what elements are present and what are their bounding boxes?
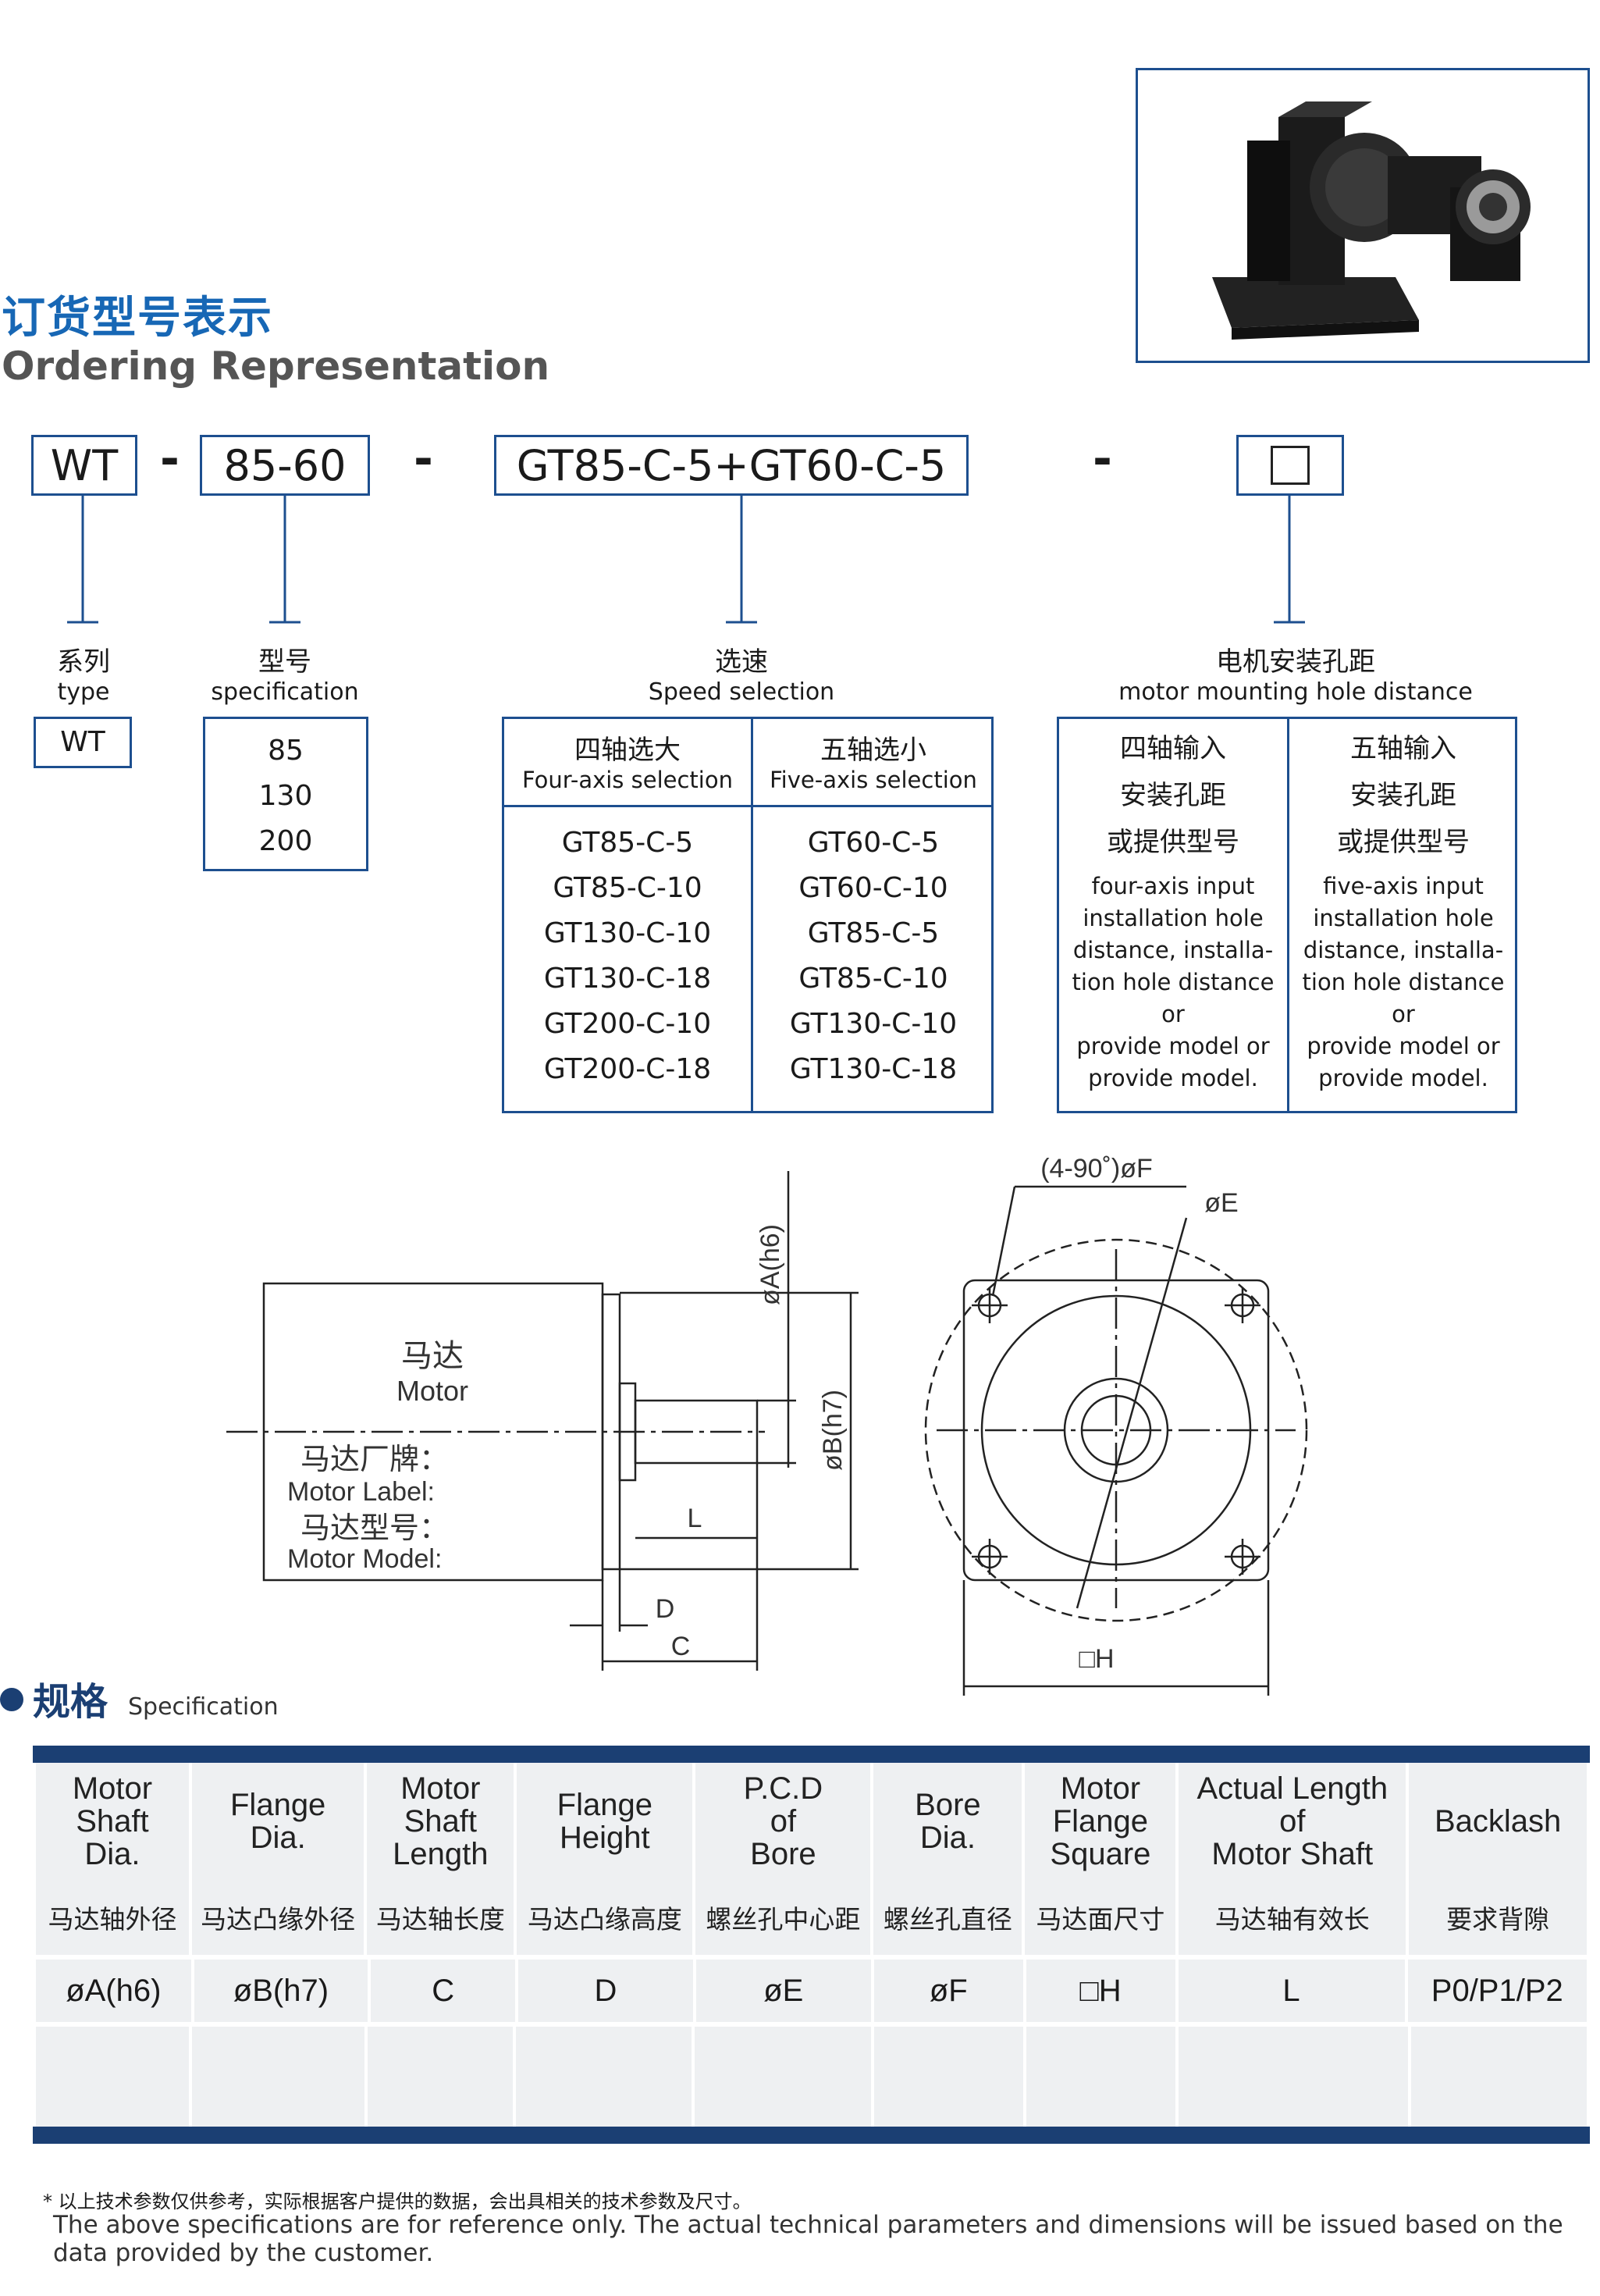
code-dash-3: -: [1093, 432, 1112, 486]
spec-symbol-row: øA(h6) øB(h7) C D øE øF □H L P0/P1/P2: [33, 1960, 1591, 2022]
motor-cn: 马达: [401, 1339, 464, 1373]
speed-four-item: GT200-C-18: [543, 1053, 712, 1085]
label-type: 系列 type: [57, 646, 110, 706]
code-series-box: WT: [31, 435, 137, 496]
speed-four-values: GT85-C-5 GT85-C-10 GT130-C-10 GT130-C-18…: [504, 821, 751, 1092]
dim-d-label: D: [656, 1594, 675, 1624]
spec-cn-row: 马达轴外径 马达凸缘外径 马达轴长度 马达凸缘高度 螺丝孔中心距 螺丝孔直径 马…: [33, 1880, 1590, 1955]
dim-l-label: L: [688, 1504, 702, 1533]
speed-four-item: GT85-C-5: [561, 827, 694, 859]
motor-label-cn: 马达厂牌：: [300, 1443, 449, 1476]
label-motor: 电机安装孔距 motor mounting hole distance: [1118, 646, 1473, 706]
motor-five-cell: 五轴输入 安装孔距 或提供型号 five-axis input installa…: [1302, 733, 1505, 1091]
speed-four-item: GT130-C-18: [543, 963, 712, 995]
bullet-icon: [0, 1688, 23, 1711]
dim-b-label: øB(h7): [818, 1390, 848, 1471]
dim-h-label: □H: [1079, 1644, 1114, 1674]
speed-table: 四轴选大 Four-axis selection 五轴选小 Five-axis …: [502, 717, 994, 1113]
motor-mount-table: 四轴输入 安装孔距 或提供型号 four-axis input installa…: [1057, 717, 1517, 1113]
motor-four-cell: 四轴输入 安装孔距 或提供型号 four-axis input installa…: [1072, 733, 1275, 1091]
speed-four-item: GT130-C-10: [543, 917, 712, 949]
dim-e-label: øE: [1204, 1188, 1238, 1218]
col-backlash: Backlash: [1406, 1763, 1590, 1880]
speed-four-item: GT85-C-10: [553, 872, 702, 904]
spec-title: 规格 Specification: [0, 1671, 279, 1725]
speed-five-item: GT85-C-10: [798, 963, 948, 995]
motor-model-cn: 马达型号：: [300, 1512, 449, 1545]
code-dash-2: -: [414, 432, 433, 486]
note-en: The above specifications are for referen…: [53, 2211, 1563, 2267]
speed-five-item: GT60-C-5: [807, 827, 940, 859]
speed-five-item: GT85-C-5: [807, 917, 940, 949]
code-spec-box: 85-60: [200, 435, 370, 496]
code-speed-box: GT85-C-5+GT60-C-5: [494, 435, 969, 496]
code-dash-1: -: [160, 432, 180, 486]
spec-value: 200: [258, 825, 313, 857]
speed-four-item: GT200-C-10: [543, 1008, 712, 1040]
technical-drawing: 马达 Motor 马达厂牌： Motor Label: 马达型号： Motor …: [226, 1154, 1308, 1696]
dim-c-label: C: [671, 1632, 691, 1661]
dim-a-label: øA(h6): [756, 1224, 785, 1305]
speed-five-item: GT130-C-10: [789, 1008, 958, 1040]
spec-values-box: 85 130 200: [203, 717, 368, 871]
spec-value: 130: [258, 780, 313, 812]
title-en: Ordering Representation: [2, 344, 550, 389]
speed-five-item: GT130-C-18: [789, 1053, 958, 1085]
label-speed: 选速 Speed selection: [648, 646, 835, 706]
product-photo: [1136, 68, 1590, 363]
reducer-illustration: [1212, 101, 1531, 340]
code-motor-box: [1236, 435, 1344, 496]
motor-en: Motor: [396, 1375, 468, 1407]
note-cn: * 以上技术参数仅供参考，实际根据客户提供的数据，会出具相关的技术参数及尺寸。: [43, 2191, 752, 2212]
speed-five-item: GT60-C-10: [798, 872, 948, 904]
spec-value: 85: [268, 735, 304, 767]
motor-model-en: Motor Model:: [287, 1544, 442, 1574]
label-spec: 型号 specification: [211, 646, 359, 706]
blank-square-icon: [1271, 446, 1310, 485]
code-connectors: [67, 496, 1305, 624]
spec-empty-row: [32, 2027, 1591, 2127]
type-value: WT: [60, 726, 105, 758]
speed-five-values: GT60-C-5 GT60-C-10 GT85-C-5 GT85-C-10 GT…: [753, 821, 994, 1092]
motor-label-en: Motor Label:: [287, 1477, 435, 1507]
dim-f-label: (4-90˚)øF: [1040, 1154, 1153, 1184]
type-values-box: WT: [34, 717, 132, 768]
title-cn: 订货型号表示: [2, 293, 273, 344]
speed-five-header: 五轴选小 Five-axis selection: [770, 735, 977, 793]
speed-four-header: 四轴选大 Four-axis selection: [522, 735, 733, 793]
